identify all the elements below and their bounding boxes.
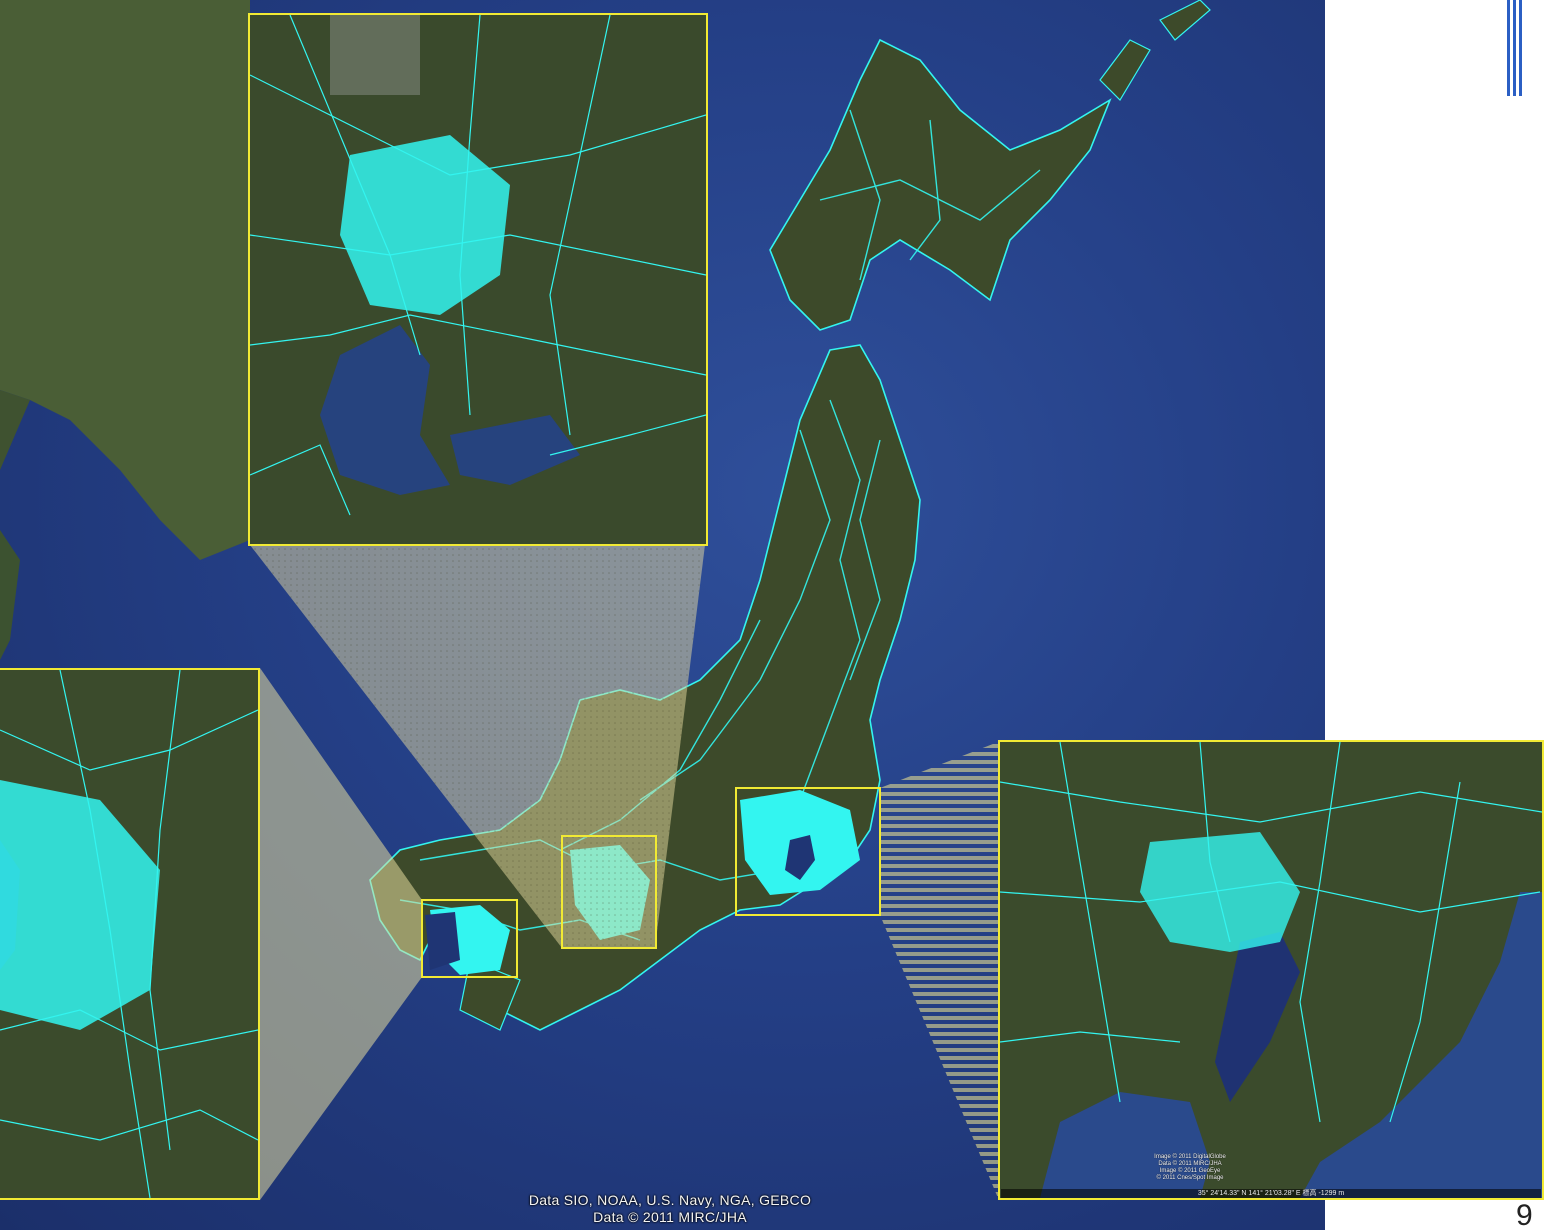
zoom-cone-osaka (260, 668, 422, 1200)
tokyo-bay-inset (1215, 932, 1300, 1102)
hokkaido-island (769, 38, 1112, 331)
credit-geoeye: Image © 2011 GeoEye (1159, 1168, 1221, 1174)
tokyo-urban-core (1140, 832, 1300, 952)
osaka-bay (425, 912, 460, 970)
inset-imagery-credits: Image © 2011 DigitalGlobe Data © 2011 MI… (1090, 1154, 1290, 1182)
frame-tokyo (735, 787, 881, 916)
inset-osaka-canvas (0, 670, 258, 1198)
osaka-urban-core (0, 780, 160, 1030)
mikawa-bay (450, 415, 580, 485)
main-map-canvas (0, 0, 1211, 1200)
inset-osaka (0, 668, 260, 1200)
mainland-landmass (0, 0, 250, 560)
attribution-line-2: Data © 2011 MIRC/JHA (593, 1209, 747, 1225)
frame-nagoya (561, 835, 657, 949)
pacific-east (1300, 892, 1542, 1198)
zoom-cone-tokyo (880, 742, 998, 1198)
inset-kanto: Image © 2011 DigitalGlobe Data © 2011 MI… (998, 740, 1544, 1200)
kuril-islands (1099, 0, 1211, 101)
slide-corner-mark (1507, 0, 1522, 96)
coordinate-readout: 35° 24'14.33" N 141° 21'03.28" E 標高 -129… (1001, 1189, 1541, 1198)
mainland-lower (0, 390, 30, 470)
frame-osaka (421, 899, 518, 978)
credit-cnes: © 2011 Cnes/Spot Image (1156, 1175, 1224, 1181)
map-attribution: Data SIO, NOAA, U.S. Navy, NGA, GEBCO Da… (500, 1192, 840, 1226)
inset-nagoya-canvas (250, 15, 706, 544)
credit-mirc: Data © 2011 MIRC/JHA (1158, 1161, 1222, 1167)
attribution-line-1: Data SIO, NOAA, U.S. Navy, NGA, GEBCO (528, 1192, 812, 1208)
tokyo-bay (785, 835, 815, 880)
credit-digitalglobe: Image © 2011 DigitalGlobe (1154, 1154, 1226, 1160)
ise-bay (320, 325, 450, 495)
inset-kanto-canvas (1000, 742, 1542, 1198)
korea-peninsula (0, 530, 20, 660)
page-number: 9 (1516, 1199, 1533, 1232)
pacific-coast-sea (1040, 1092, 1210, 1198)
inset-nagoya (248, 13, 708, 546)
nagoya-urban-core (340, 135, 510, 315)
